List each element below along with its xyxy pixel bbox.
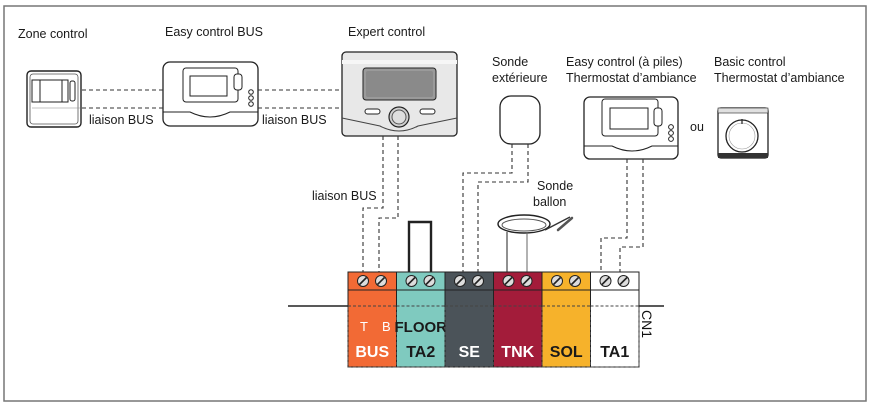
basic-control-label-1: Basic control [714, 55, 786, 69]
terminal-tnk: TNK [493, 271, 543, 368]
sonde-exterieure-wire [462, 144, 529, 272]
terminal-label-tnk: TNK [501, 344, 534, 361]
terminal-label-ta1: TA1 [600, 344, 629, 361]
expert-control-label: Expert control [348, 25, 425, 39]
ta2-jumper [407, 220, 433, 272]
expert-control-device [341, 51, 458, 137]
terminal-se: SE [444, 271, 494, 368]
basic-control-device [717, 107, 769, 159]
terminal-ta1: TA1 [590, 271, 640, 368]
easy-control-bus-label: Easy control BUS [165, 25, 263, 39]
bus-link-label-3: liaison BUS [312, 189, 377, 203]
diagram-border [3, 5, 867, 402]
sonde-ballon-label-2: ballon [533, 195, 566, 209]
zone-control-label: Zone control [18, 27, 87, 41]
terminal-sublabel-ta2: FLOOR [395, 319, 448, 336]
terminal-label-ta2: TA2 [406, 344, 435, 361]
easy-control-piles-label-1: Easy control (à piles) [566, 55, 683, 69]
easy-control-bus-device [162, 61, 259, 127]
zone-control-device [26, 70, 82, 128]
bus-link-line-1 [82, 89, 163, 109]
terminal-sol: SOL [541, 271, 591, 368]
sonde-exterieure-label-2: extérieure [492, 71, 548, 85]
easy-control-piles-label-2: Thermostat d’ambiance [566, 71, 697, 85]
terminal-label-bus: BUS [355, 344, 389, 361]
terminal-sublabel-b: B [382, 319, 391, 334]
or-label: ou [690, 120, 704, 134]
bus-link-label-1: liaison BUS [89, 113, 154, 127]
bus-link-label-2: liaison BUS [262, 113, 327, 127]
bus-link-line-2 [258, 89, 342, 109]
sonde-exterieure-device [499, 95, 541, 145]
terminal-label-se: SE [459, 344, 481, 361]
ta1-wire [600, 159, 644, 272]
connector-label: CN1 [639, 310, 655, 338]
terminal-sublabel-t: T [360, 319, 368, 334]
basic-control-label-2: Thermostat d’ambiance [714, 71, 845, 85]
terminal-label-sol: SOL [550, 344, 583, 361]
easy-control-piles-device [583, 96, 679, 160]
sonde-exterieure-label-1: Sonde [492, 55, 528, 69]
bus-link-line-3 [362, 136, 399, 272]
sonde-ballon-label-1: Sonde [537, 179, 573, 193]
terminal-ta2: TA2 FLOOR [395, 271, 448, 368]
sonde-ballon-device [497, 214, 574, 272]
